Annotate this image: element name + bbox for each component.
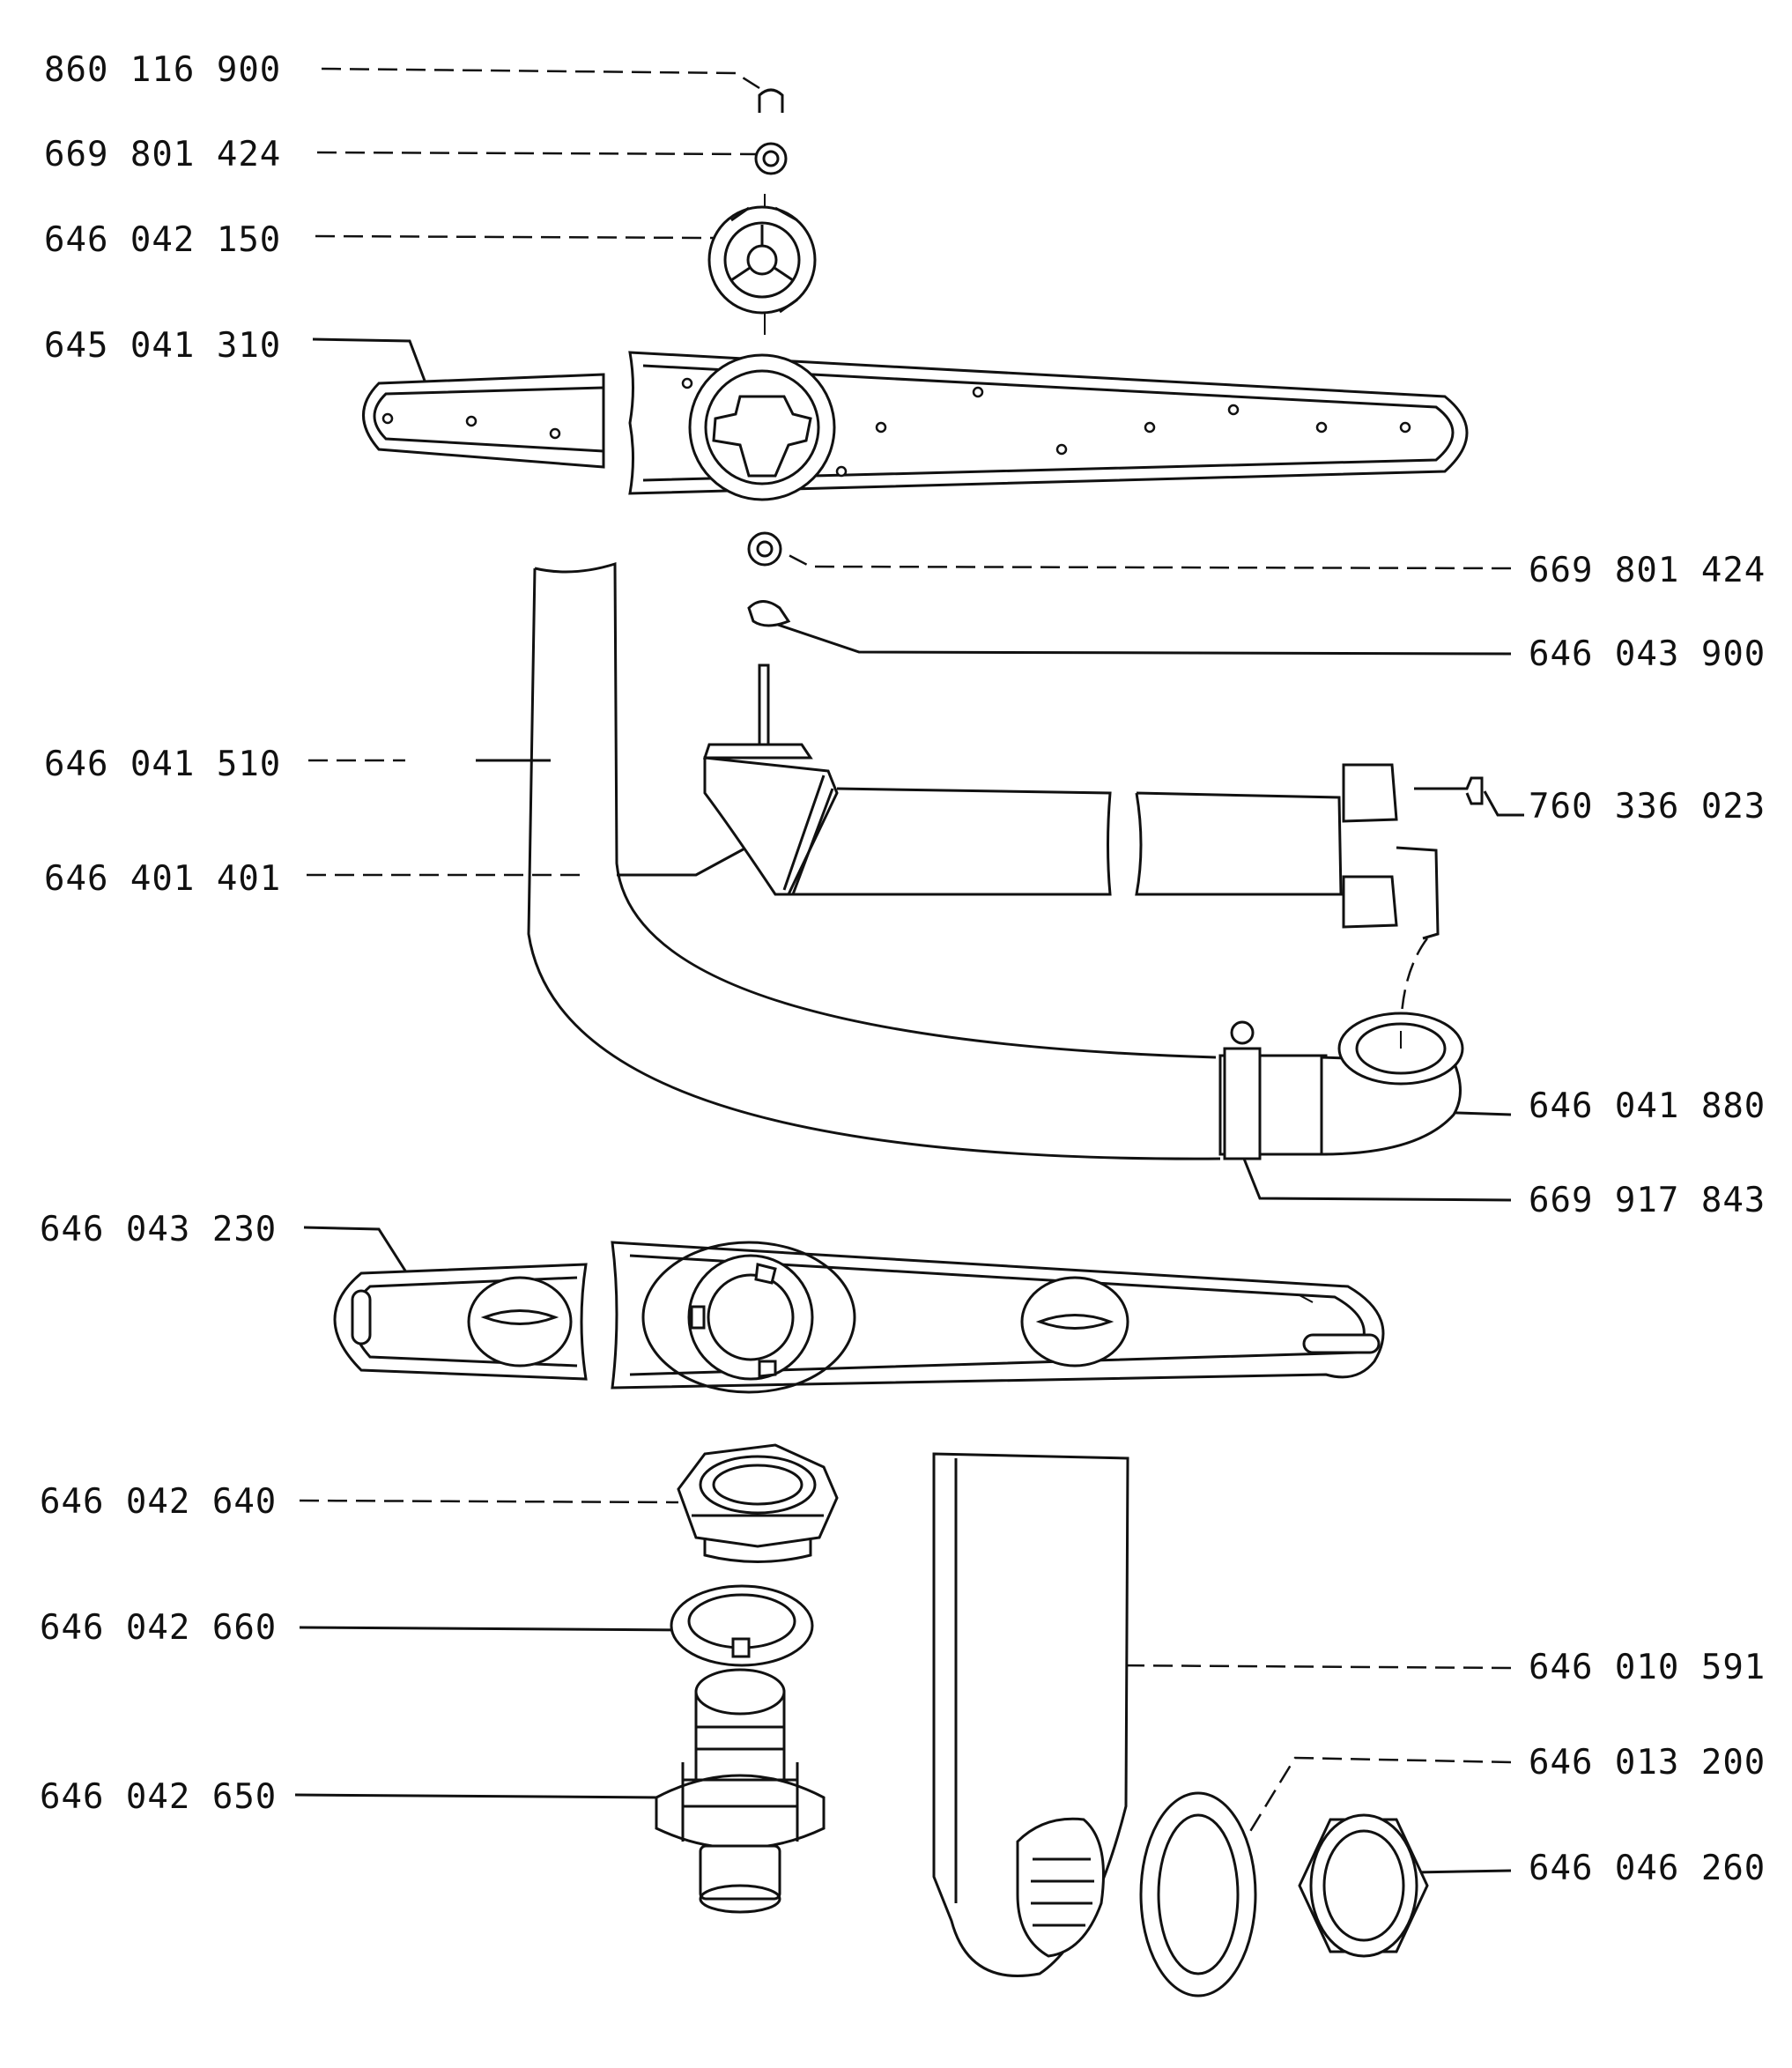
standpipe-icon — [932, 1452, 1129, 1977]
part-number-label: 860 116 900 — [44, 50, 281, 90]
hose-clamp-icon — [1223, 1020, 1262, 1160]
part-number-label: 646 046 260 — [1529, 1849, 1766, 1888]
check-valve-icon — [655, 1668, 826, 1914]
large-hex-nut-icon — [1298, 1813, 1429, 1958]
part-number-label: 646 041 880 — [1529, 1086, 1766, 1126]
lock-washer-icon — [747, 600, 791, 627]
washer-icon — [754, 142, 788, 175]
lower-spray-arm-icon — [333, 1241, 1385, 1394]
retaining-clip-icon — [758, 88, 784, 113]
part-number-label: 646 042 150 — [44, 220, 281, 260]
part-number-label: 646 042 640 — [40, 1482, 277, 1522]
spray-arm-supply-tube-icon — [702, 663, 1440, 1036]
part-number-label: 646 401 401 — [44, 859, 281, 899]
part-number-label: 646 013 200 — [1529, 1743, 1766, 1783]
part-number-label: 669 801 424 — [44, 135, 281, 174]
part-number-label: 669 801 424 — [1529, 551, 1766, 590]
part-number-label: 646 041 510 — [44, 745, 281, 784]
part-number-label: 646 042 650 — [40, 1777, 277, 1817]
part-number-label: 646 042 660 — [40, 1608, 277, 1648]
leader-lines-left — [294, 67, 760, 1799]
supply-pipe-icon — [527, 561, 1221, 1160]
washer-icon — [747, 531, 782, 567]
gasket-icon — [670, 1584, 814, 1667]
part-number-label: 646 043 900 — [1529, 634, 1766, 674]
screw-icon — [1414, 776, 1484, 805]
sealing-ring-icon — [1139, 1791, 1257, 1998]
part-number-label: 646 043 230 — [40, 1210, 277, 1249]
leader-lines-right — [774, 553, 1524, 1874]
upper-spray-arm-icon — [362, 351, 1469, 501]
part-number-label: 669 917 843 — [1529, 1181, 1766, 1220]
hex-nut-icon — [677, 1443, 839, 1563]
part-number-label: 645 041 310 — [44, 326, 281, 366]
part-number-label: 646 010 591 — [1529, 1648, 1766, 1687]
part-number-label: 760 336 023 — [1529, 787, 1766, 826]
spray-arm-hub-icon — [707, 205, 817, 315]
